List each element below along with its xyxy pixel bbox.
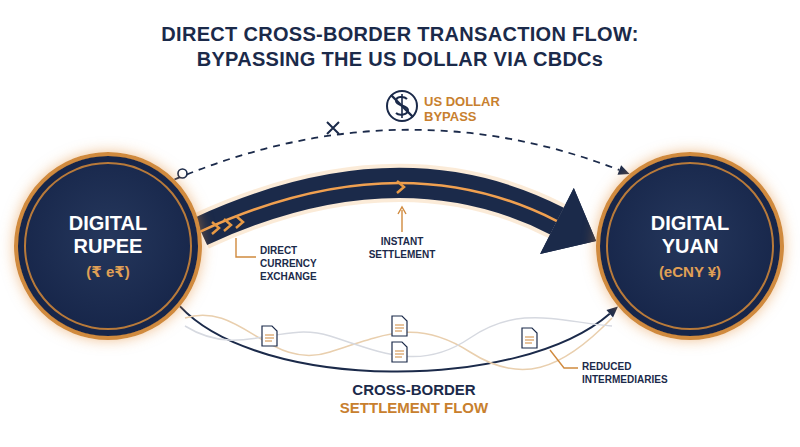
- wave-line: [185, 315, 612, 369]
- cross-mark: [327, 122, 339, 134]
- leader-line: [401, 210, 402, 232]
- leader-arrowhead: [398, 207, 406, 214]
- document-icon: [392, 316, 407, 336]
- callout-label: REDUCED INTERMEDIARIES: [582, 360, 692, 386]
- currency-circle: DIGITAL YUAN (eCNY ¥): [596, 152, 784, 340]
- document-icon: [262, 326, 277, 346]
- currency-symbol: (eCNY ¥): [659, 262, 721, 281]
- leader-line: [550, 350, 578, 368]
- flow-label: CROSS-BORDER SETTLEMENT FLOW: [315, 381, 513, 417]
- flow-connector: [174, 130, 629, 180]
- bypass-label: US DOLLAR BYPASS: [424, 94, 534, 124]
- currency-circle: DIGITAL RUPEE (₹ e₹): [14, 152, 202, 340]
- currency-symbol: (₹ e₹): [86, 262, 129, 281]
- crossed-dollar-symbol: [387, 91, 417, 121]
- currency-name: DIGITAL RUPEE: [48, 212, 168, 258]
- callout-label: DIRECT CURRENCY EXCHANGE: [260, 244, 334, 283]
- currency-name: DIGITAL YUAN: [630, 212, 750, 258]
- flow-connector: [180, 306, 618, 371]
- chevrons: [212, 181, 404, 234]
- diagram-title: DIRECT CROSS-BORDER TRANSACTION FLOW: BY…: [130, 22, 670, 72]
- callout-label: INSTANT SETTLEMENT: [357, 235, 447, 261]
- leader-line: [236, 238, 256, 257]
- document-icon: [392, 342, 407, 362]
- document-icon: [522, 328, 537, 348]
